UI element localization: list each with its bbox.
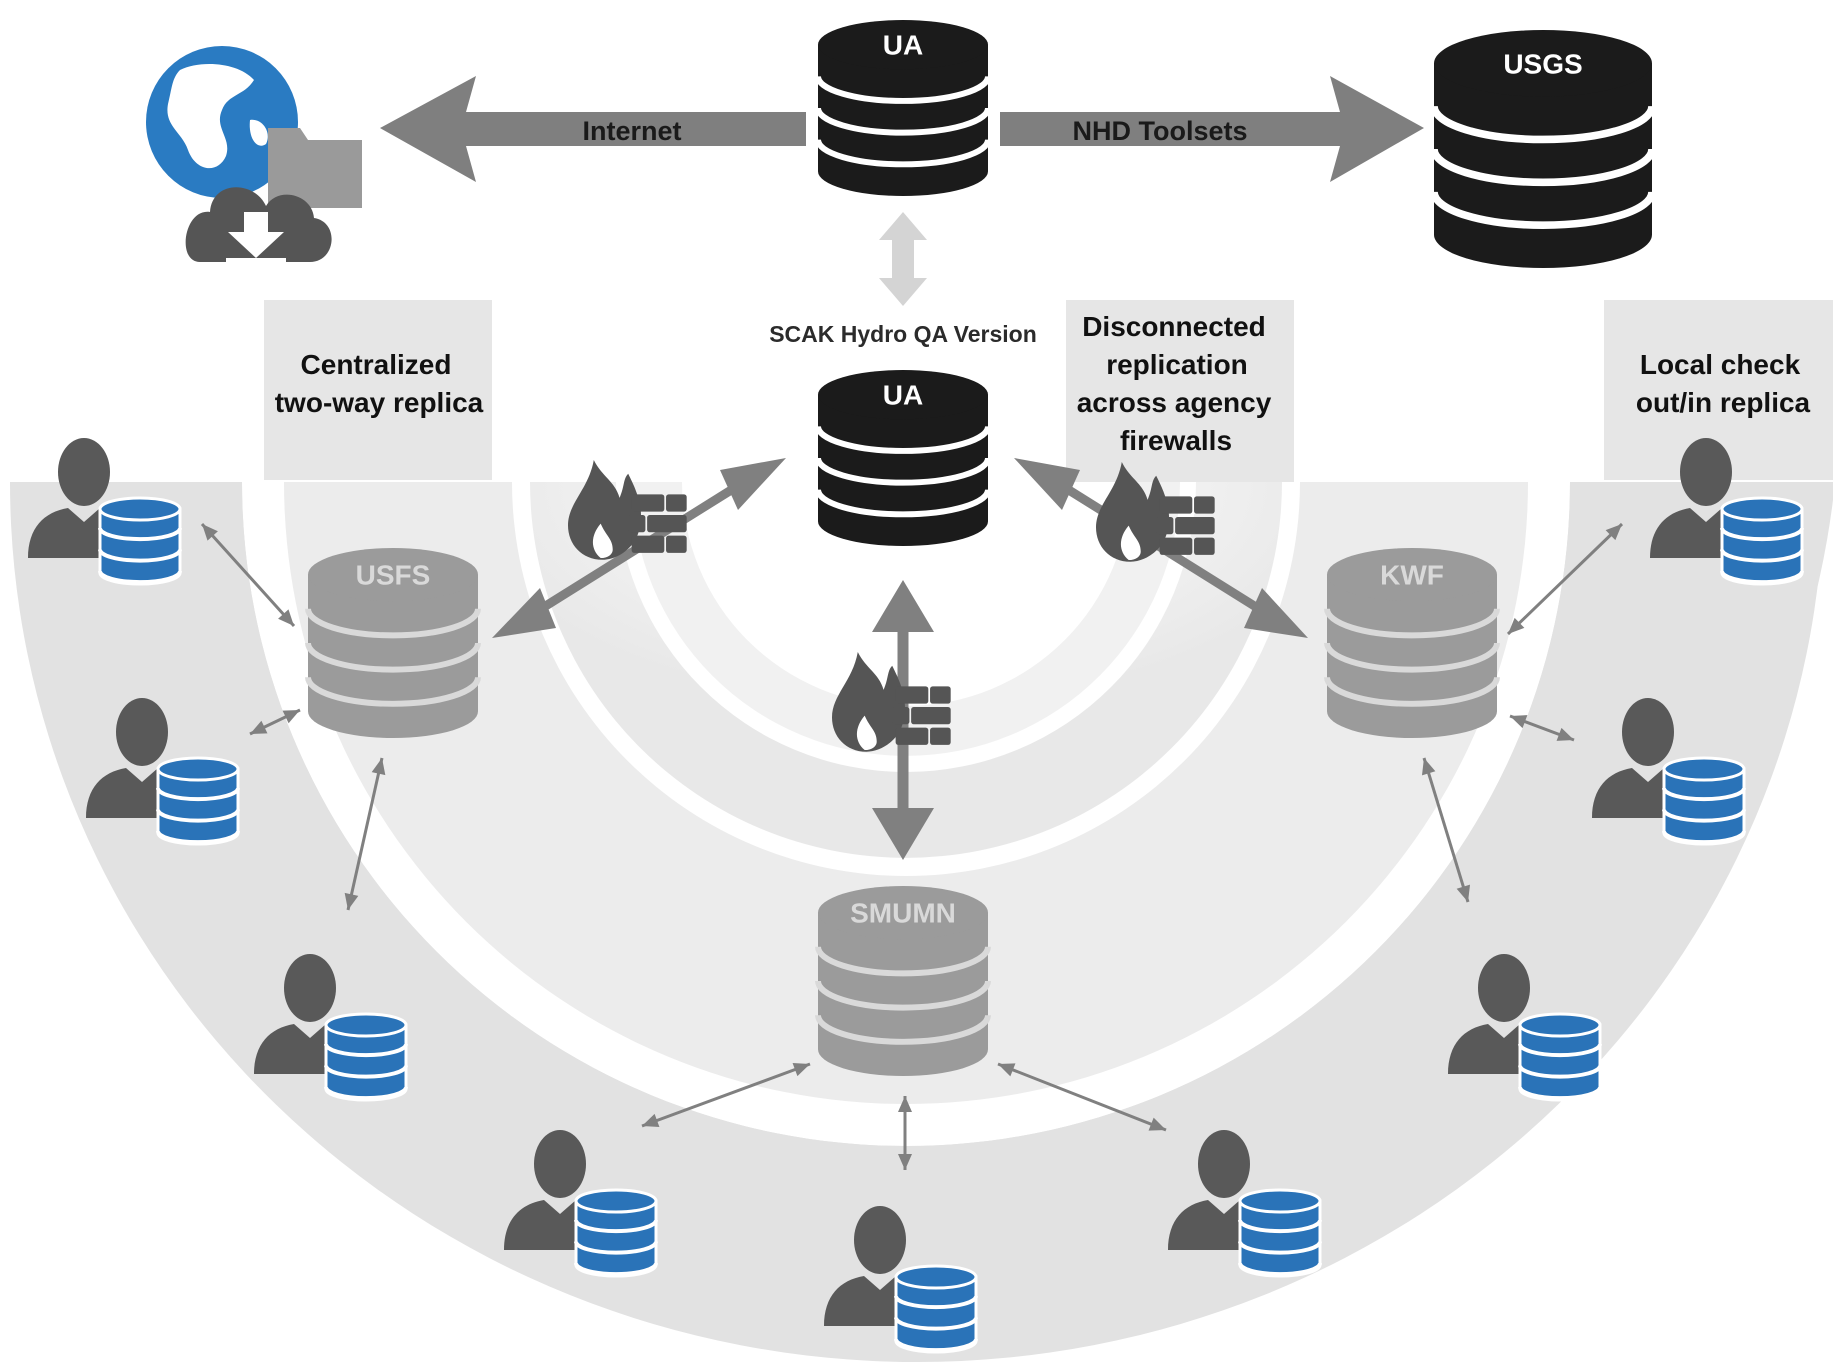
box-disconnected-line1: Disconnected — [1082, 311, 1266, 342]
user-kwf-3 — [1650, 438, 1804, 586]
user-smumn-1 — [504, 1130, 658, 1278]
qa-version-caption: SCAK Hydro QA Version — [769, 321, 1037, 347]
box-centralized-line2: two-way replica — [275, 387, 484, 418]
user-database-icon — [894, 1264, 978, 1354]
box-disconnected-line3: across agency — [1077, 387, 1272, 418]
folder-icon — [268, 128, 362, 208]
kwf-database: KWF — [1324, 548, 1500, 738]
ua-master-database: UA — [815, 20, 991, 196]
box-local-line1: Local check — [1640, 349, 1801, 380]
cloud-download-icon — [185, 187, 332, 264]
box-centralized-line1: Centralized — [301, 349, 452, 380]
usfs-database-label: USFS — [356, 560, 431, 591]
box-disconnected-line2: replication — [1106, 349, 1248, 380]
user-smumn-2 — [824, 1206, 978, 1354]
middle-ring — [284, 482, 1528, 1104]
inner-core — [632, 482, 1180, 756]
outer-ring-band — [10, 482, 1824, 1362]
user-kwf-1 — [1448, 954, 1602, 1102]
ua-qa-arrow — [879, 212, 927, 306]
user-database-icon — [324, 1012, 408, 1102]
globe-icon — [146, 46, 298, 198]
box-disconnected: Disconnected replication across agency f… — [1066, 300, 1294, 482]
user-usfs-3 — [254, 954, 408, 1102]
firewall-icon-right — [1096, 462, 1215, 562]
usfs-database: USFS — [305, 548, 481, 738]
connector-kwf-user2 — [1509, 714, 1575, 742]
connector-smumn-user3 — [997, 1062, 1167, 1132]
internet-arrow-label: Internet — [582, 116, 681, 146]
user-usfs-1 — [28, 438, 182, 586]
ua-qa-database-label: UA — [883, 380, 923, 411]
connector-smumn-user1 — [641, 1062, 811, 1128]
internet-icons — [146, 46, 362, 264]
user-database-icon — [98, 496, 182, 586]
databases: UA USGS UA USFS KWF SMUMN — [305, 20, 1656, 1076]
user-database-icon — [1662, 756, 1746, 846]
firewalls — [568, 460, 1215, 752]
user-database-icon — [1518, 1012, 1602, 1102]
nhd-toolsets-arrow-label: NHD Toolsets — [1072, 116, 1247, 146]
small-arrows — [200, 522, 1624, 1170]
user-kwf-2 — [1592, 698, 1746, 846]
connector-kwf-user3 — [1421, 757, 1471, 903]
connector-smumn-user2 — [898, 1096, 912, 1170]
usgs-database: USGS — [1430, 30, 1656, 268]
kwf-database-label: KWF — [1380, 560, 1444, 591]
smumn-database: SMUMN — [815, 886, 991, 1076]
box-centralized: Centralized two-way replica — [264, 300, 492, 480]
internet-arrow: Internet — [380, 76, 806, 182]
connector-usfs-user3 — [344, 757, 386, 911]
usgs-database-label: USGS — [1503, 48, 1582, 79]
rings — [10, 482, 1833, 1362]
connector-usfs-user1 — [200, 522, 296, 628]
connector-usfs-user2 — [249, 708, 301, 736]
box-disconnected-line4: firewalls — [1120, 425, 1232, 456]
smumn-database-label: SMUMN — [850, 898, 956, 929]
ua-qa-database: UA — [815, 370, 991, 546]
connector-kwf-user1 — [1506, 522, 1624, 636]
user-database-icon — [1238, 1188, 1322, 1278]
user-database-icon — [1720, 496, 1804, 586]
user-usfs-2 — [86, 698, 240, 846]
users — [28, 438, 1804, 1354]
firewall-icon-center — [832, 652, 951, 752]
firewall-icon-left — [568, 460, 687, 560]
ua-master-database-label: UA — [883, 30, 923, 61]
nhd-toolsets-arrow: NHD Toolsets — [1000, 76, 1424, 182]
box-local-line2: out/in replica — [1636, 387, 1811, 418]
user-database-icon — [574, 1188, 658, 1278]
inner-ring — [530, 482, 1282, 858]
user-smumn-3 — [1168, 1130, 1322, 1278]
user-database-icon — [156, 756, 240, 846]
